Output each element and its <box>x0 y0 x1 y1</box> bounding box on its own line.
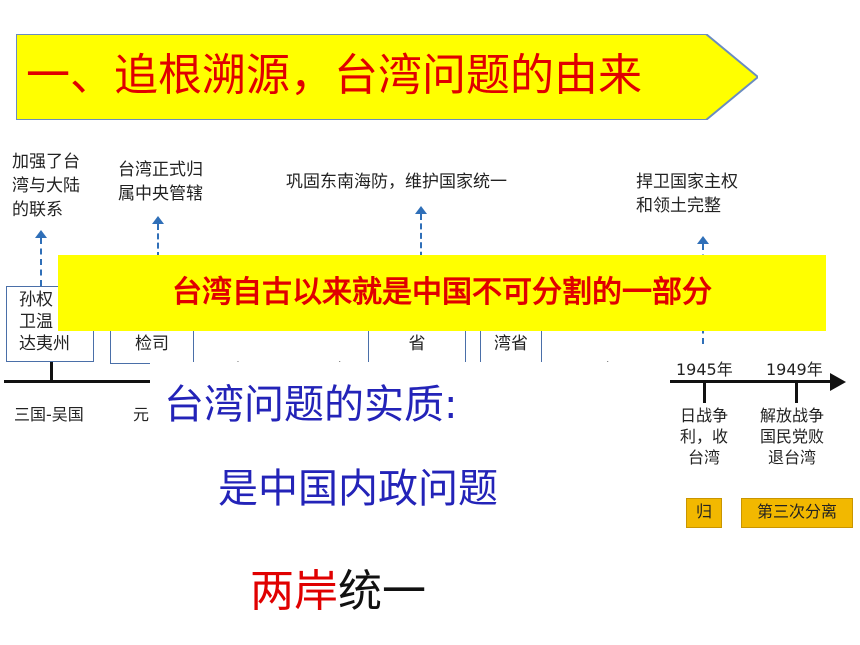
note-line: 属中央管辖 <box>118 184 203 204</box>
event-liberation-war: 解放战争 国民党败 退台湾 <box>760 405 824 468</box>
dashed-connector <box>40 238 42 286</box>
note-central-jurisdiction: 台湾正式归 属中央管辖 <box>118 158 203 206</box>
essence-heading: 台湾问题的实质: <box>164 382 458 428</box>
event-line: 国民党败 <box>760 427 825 446</box>
event-box-province: 省 <box>368 326 466 364</box>
timeline-tick <box>50 362 53 382</box>
note-strengthen-link: 加强了台 湾与大陆 的联系 <box>12 150 80 222</box>
note-line: 台湾正式归 <box>118 160 203 180</box>
timeline-tick <box>703 383 706 403</box>
note-line: 捍卫国家主权 <box>636 172 738 192</box>
period-three-kingdoms: 三国-吴国 <box>14 405 84 424</box>
overlay-banner <box>58 255 826 331</box>
note-line: 的联系 <box>12 200 63 220</box>
arrow-up-icon <box>697 236 709 244</box>
note-coastal-defense: 巩固东南海防，维护国家统一 <box>286 172 507 192</box>
slogan-black-part: 统一 <box>338 566 426 617</box>
box-line: 卫温 <box>19 312 53 332</box>
arrow-right-icon <box>830 373 846 391</box>
section-title: 一、追根溯源，台湾问题的由来 <box>26 50 642 101</box>
note-line: 加强了台 <box>12 152 80 172</box>
dashed-connector <box>420 214 422 286</box>
event-anti-japanese-war: 日战争 利，收 台湾 <box>680 405 728 468</box>
tag-return: 归 <box>686 498 722 528</box>
overlay-banner-text: 台湾自古以来就是中国不可分割的一部分 <box>172 275 712 310</box>
event-box-xunjiansi: 检司 <box>110 326 194 364</box>
event-line: 退台湾 <box>768 448 817 467</box>
slogan-red-part: 两岸 <box>250 566 338 617</box>
year-1949: 1949年 <box>766 360 823 379</box>
event-line: 台湾 <box>688 448 721 467</box>
event-line: 解放战争 <box>760 406 825 425</box>
arrow-up-icon <box>152 216 164 224</box>
event-box-taiwan-province: 湾省 <box>480 326 542 364</box>
bottom-slogan: 两岸统一 <box>250 555 426 619</box>
essence-statement: 是中国内政问题 <box>218 466 498 512</box>
note-line: 湾与大陆 <box>12 176 80 196</box>
year-1945: 1945年 <box>676 360 733 379</box>
arrow-up-icon <box>35 230 47 238</box>
event-line: 日战争 <box>680 406 729 425</box>
tag-third-separation: 第三次分离 <box>741 498 853 528</box>
note-line: 和领土完整 <box>636 196 721 216</box>
box-line: 孙权 <box>19 290 53 310</box>
essence-panel <box>150 362 670 500</box>
note-sovereignty: 捍卫国家主权 和领土完整 <box>636 170 738 218</box>
arrow-up-icon <box>415 206 427 214</box>
timeline-tick <box>795 383 798 403</box>
box-line: 达夷州 <box>19 334 70 354</box>
title-banner <box>16 34 758 120</box>
event-line: 利，收 <box>680 427 729 446</box>
period-yuan: 元 <box>133 405 150 424</box>
